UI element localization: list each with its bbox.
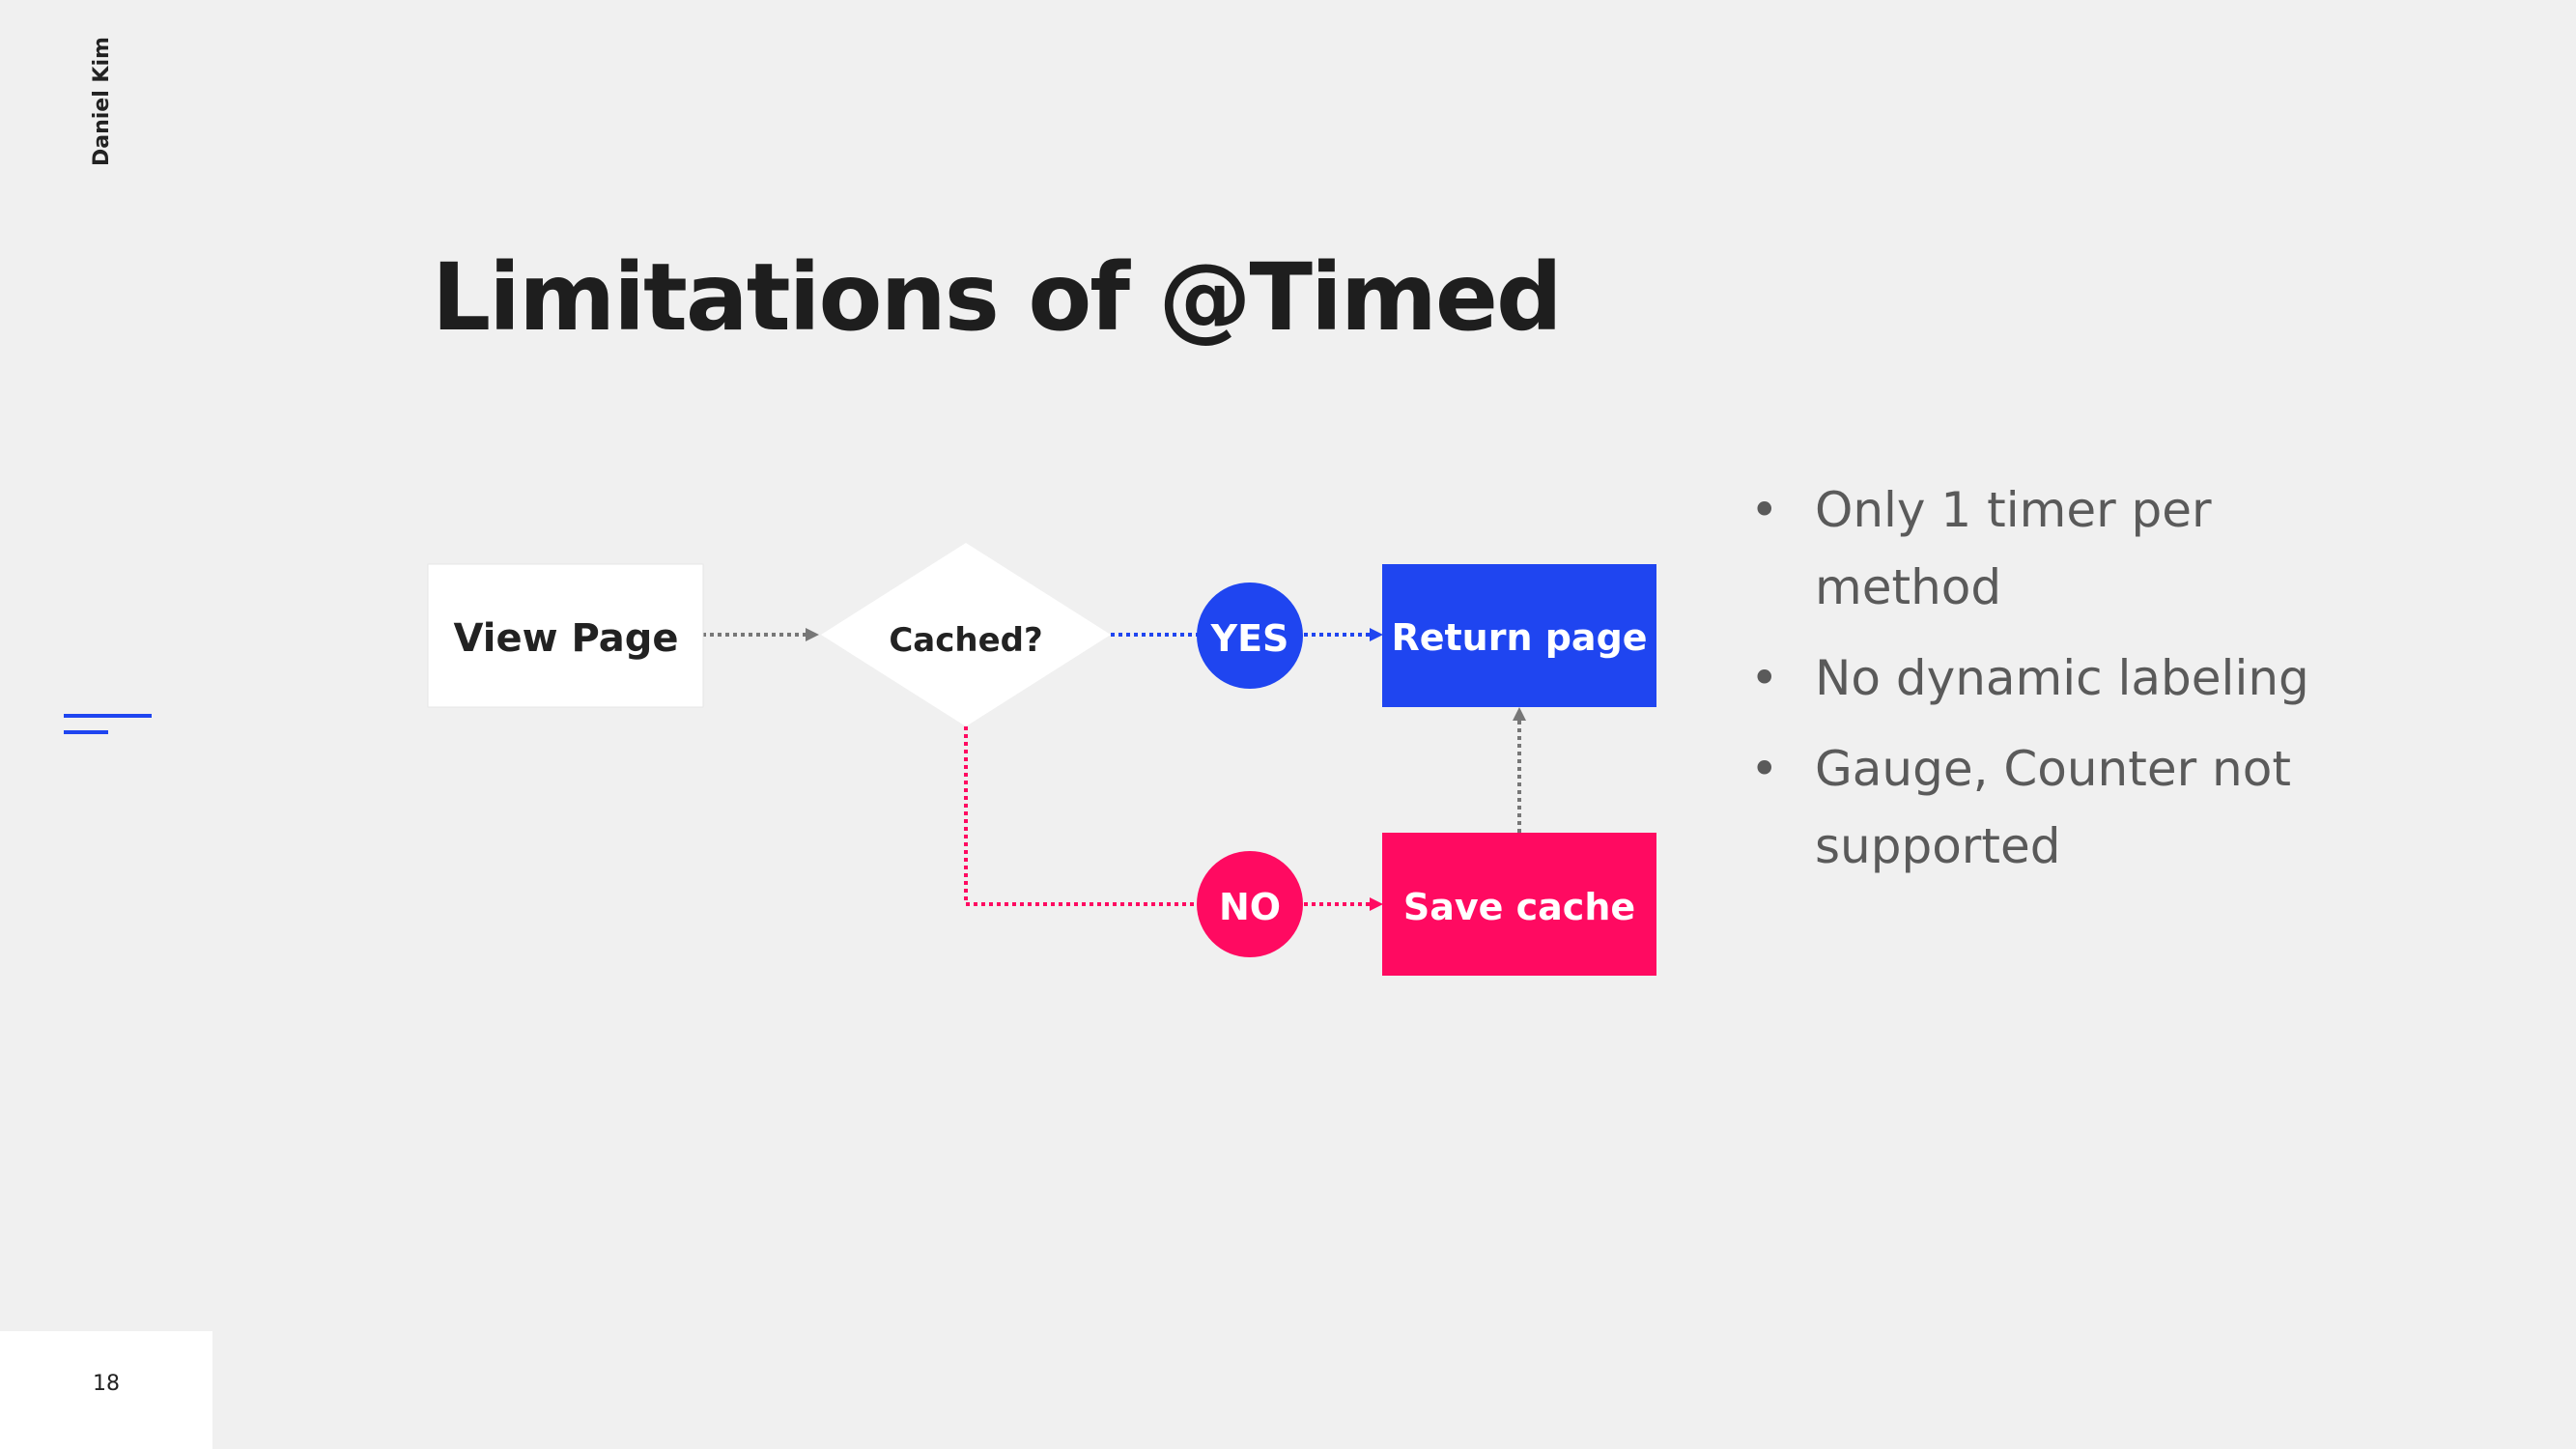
accent-lines-decoration (64, 714, 152, 734)
node-no: NO (1197, 851, 1303, 957)
bullet-item: Gauge, Counter not supported (1750, 730, 2330, 885)
node-no-label: NO (1219, 886, 1281, 928)
node-yes-label: YES (1210, 617, 1289, 660)
node-cached-decision: Cached? (821, 543, 1111, 726)
node-return-page: Return page (1382, 564, 1656, 707)
page-number-box: 18 (0, 1331, 212, 1449)
bullet-item: No dynamic labeling (1750, 639, 2330, 717)
node-cached-label: Cached? (889, 621, 1042, 660)
bullet-list: Only 1 timer per method No dynamic label… (1750, 471, 2330, 898)
node-view-page-label: View Page (454, 616, 679, 661)
bullet-item: Only 1 timer per method (1750, 471, 2330, 626)
slide-title: Limitations of @Timed (432, 243, 1563, 352)
node-view-page: View Page (427, 563, 704, 708)
node-yes: YES (1197, 582, 1303, 689)
node-save-cache-label: Save cache (1403, 886, 1635, 928)
connector-cached-to-no (964, 726, 1198, 906)
page-number: 18 (93, 1372, 120, 1396)
node-save-cache: Save cache (1382, 833, 1656, 976)
node-return-page-label: Return page (1391, 616, 1647, 659)
